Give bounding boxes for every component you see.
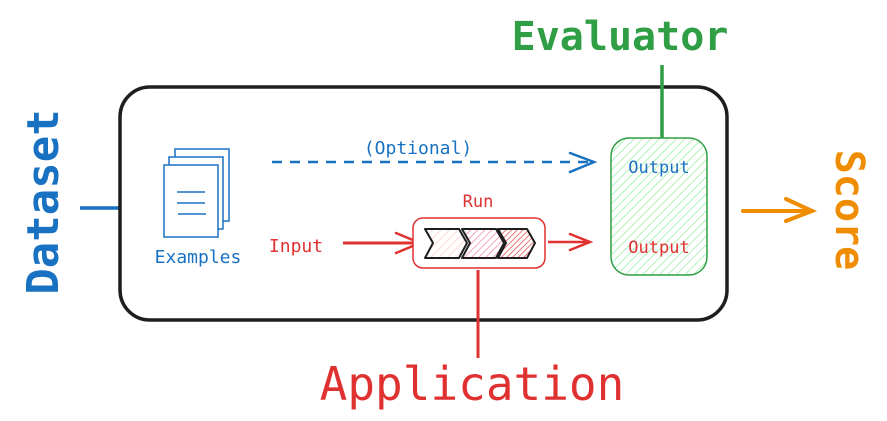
examples-label: Examples: [155, 247, 242, 268]
run-output-arrowhead: [568, 232, 594, 252]
evaluator-label: Evaluator: [512, 14, 729, 60]
reference-output-label: Output: [628, 158, 689, 178]
dataset-box: [118, 85, 729, 322]
input-label: Input: [269, 236, 323, 257]
application-label: Application: [320, 357, 625, 411]
score-label: Score: [826, 150, 872, 270]
run-label: Run: [463, 192, 494, 212]
documents-icon: [163, 148, 230, 238]
evaluator-box: [610, 137, 708, 276]
optional-arrowhead: [568, 151, 598, 174]
run-steps-chevrons: [424, 228, 536, 259]
score-arrowhead: [784, 197, 818, 223]
dataset-label: Dataset: [18, 109, 69, 294]
app-output-label: Output: [628, 238, 689, 258]
optional-label: (Optional): [364, 138, 472, 159]
